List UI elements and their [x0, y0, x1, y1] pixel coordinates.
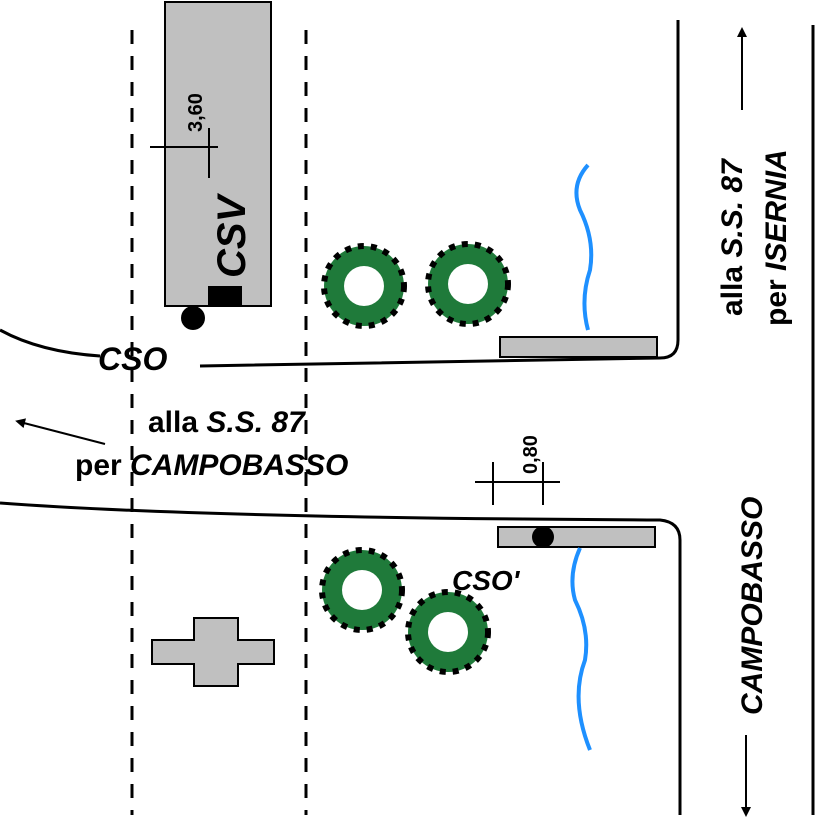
dim-csv-label: 3,60: [185, 93, 207, 132]
road-edge-top-left: [0, 328, 101, 358]
cso-prime-node: [532, 526, 554, 548]
stream-upper: [574, 163, 594, 331]
road-edge-top: [199, 20, 680, 368]
cross-building: [151, 617, 275, 687]
campobasso-direction-line2: per CAMPOBASSO: [75, 449, 348, 482]
tree-1: [321, 243, 407, 329]
campobasso-direction-line1: alla S.S. 87: [148, 406, 306, 439]
arrow-to-campobasso: [15, 418, 106, 445]
stream-lower: [570, 547, 592, 751]
tree-4: [405, 589, 491, 675]
csv-outlet: [208, 286, 242, 306]
cso-node: [181, 306, 205, 330]
dim-cso-label: 0,80: [520, 435, 542, 474]
road-edge-bottom: [0, 501, 682, 815]
campobasso-vertical-label: CAMPOBASSO: [736, 497, 769, 715]
cso-label: CSO: [98, 341, 167, 377]
tree-3: [319, 547, 405, 633]
csv-building: [164, 1, 272, 307]
isernia-direction-line2: per ISERNIA: [760, 149, 793, 326]
tree-2: [425, 241, 511, 327]
structure-upper: [499, 336, 658, 358]
isernia-direction-line1: alla S.S. 87: [716, 158, 749, 316]
cso-prime-label: CSO': [452, 565, 521, 596]
csv-label: CSV: [210, 192, 254, 278]
structure-lower: [497, 526, 656, 548]
